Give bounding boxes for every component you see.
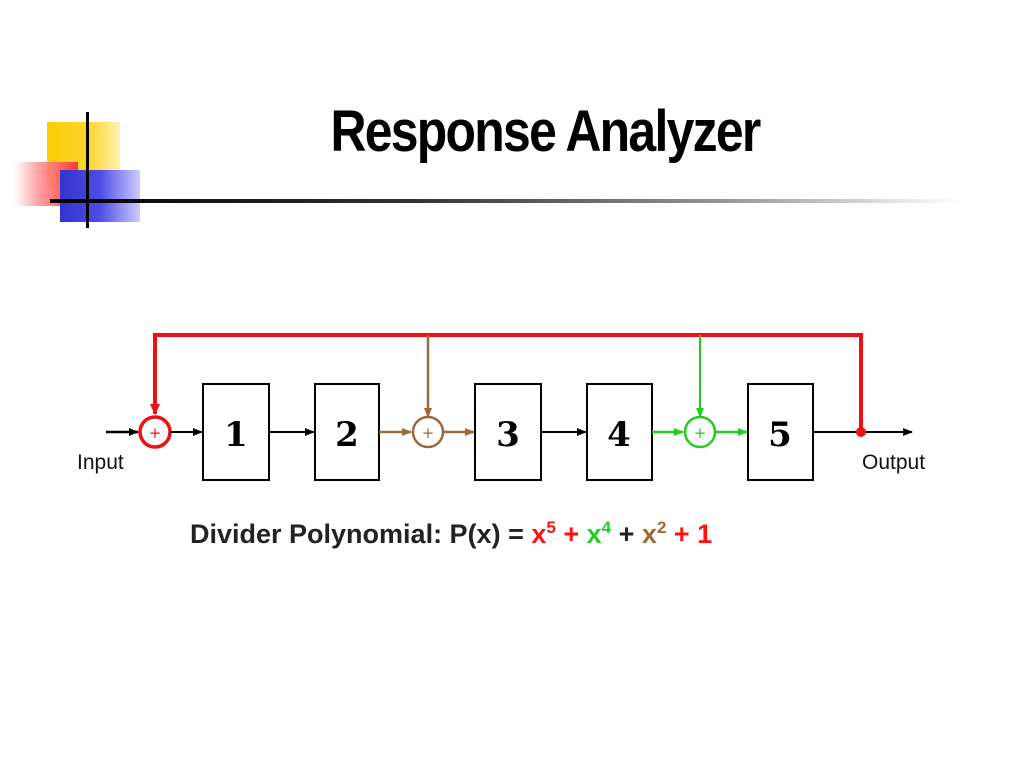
register-3: 3	[474, 383, 542, 481]
term-x2: x2	[641, 518, 667, 549]
adder-2-symbol: +	[422, 424, 435, 442]
adder-1: +	[138, 415, 172, 449]
adder-3-symbol: +	[694, 424, 707, 442]
register-5: 5	[747, 383, 814, 481]
register-3-label: 3	[496, 415, 520, 455]
register-2: 2	[314, 383, 380, 481]
output-junction-dot	[856, 427, 866, 437]
register-2-label: 2	[335, 415, 359, 455]
term-x4: x4	[586, 518, 612, 549]
adder-2: +	[411, 415, 445, 449]
register-4-label: 4	[607, 415, 631, 455]
register-1: 1	[202, 383, 270, 481]
adder-3: +	[683, 415, 717, 449]
op-plus-1: +	[555, 519, 587, 549]
decoration-blue-square	[60, 170, 140, 222]
feedback-line	[150, 333, 863, 432]
op-plus-2: +	[611, 519, 642, 549]
adder-1-symbol: +	[149, 424, 162, 442]
polynomial-prefix: Divider Polynomial: P(x) =	[190, 519, 532, 549]
decoration-horizontal-rule	[50, 199, 960, 203]
term-constant: + 1	[666, 519, 713, 549]
output-label: Output	[862, 451, 925, 474]
decoration-vertical-line	[86, 112, 89, 228]
register-5-label: 5	[768, 415, 792, 455]
divider-polynomial: Divider Polynomial: P(x) = x5 + x4 + x2 …	[190, 518, 712, 550]
register-1-label: 1	[224, 415, 248, 455]
term-x5: x5	[531, 518, 556, 549]
input-label: Input	[77, 451, 124, 474]
register-4: 4	[586, 383, 653, 481]
slide-title: Response Analyzer	[330, 99, 761, 164]
